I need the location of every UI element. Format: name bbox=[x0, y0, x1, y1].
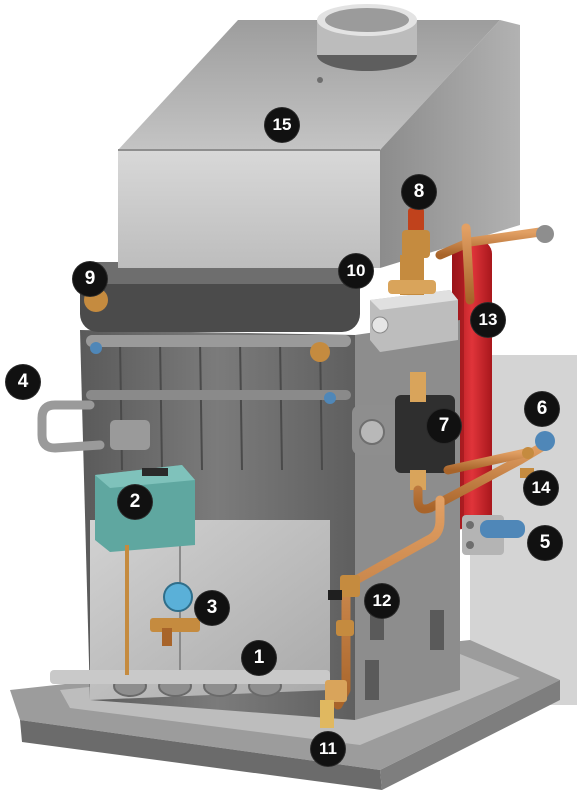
circulation-pump bbox=[352, 372, 455, 490]
callout-11: 11 bbox=[311, 732, 345, 766]
callout-3: 3 bbox=[195, 591, 229, 625]
callout-1: 1 bbox=[242, 641, 276, 675]
callout-4: 4 bbox=[6, 365, 40, 399]
callout-12: 12 bbox=[365, 584, 399, 618]
callout-14: 14 bbox=[524, 471, 558, 505]
safety-valve bbox=[402, 208, 430, 258]
callout-7: 7 bbox=[427, 409, 461, 443]
callout-2: 2 bbox=[118, 485, 152, 519]
callout-8: 8 bbox=[402, 175, 436, 209]
pipe-fittings bbox=[520, 225, 555, 478]
callout-5: 5 bbox=[528, 526, 562, 560]
flue-hood bbox=[118, 4, 520, 268]
callout-10: 10 bbox=[339, 254, 373, 288]
callout-9: 9 bbox=[73, 262, 107, 296]
burner-panel bbox=[50, 520, 330, 700]
drain-valve bbox=[328, 575, 360, 636]
callout-15: 15 bbox=[265, 108, 299, 142]
callout-13: 13 bbox=[471, 303, 505, 337]
fill-valve bbox=[320, 680, 347, 728]
return-cock bbox=[462, 515, 525, 555]
header-manifold bbox=[80, 262, 360, 404]
hydraulic-block bbox=[370, 255, 458, 352]
gas-pipe bbox=[37, 400, 105, 453]
callout-6: 6 bbox=[525, 392, 559, 426]
